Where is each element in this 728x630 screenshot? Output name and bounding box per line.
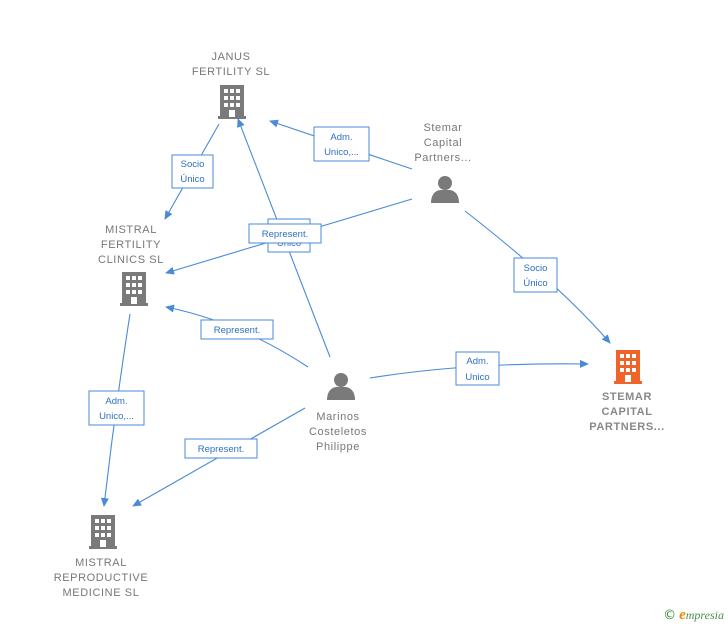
node-label-line: Marinos <box>316 411 359 423</box>
node-label-line: Philippe <box>316 441 360 453</box>
node-mistral-fertility-clinics[interactable]: MISTRAL FERTILITY CLINICS SL <box>98 224 164 306</box>
edge-labels-layer: Adm. Unico,... Socio Único Unico Represe… <box>88 126 558 459</box>
edge-label-text: Socio <box>181 159 205 170</box>
node-janus-fertility[interactable]: JANUS FERTILITY SL <box>192 51 270 119</box>
node-label-line: CAPITAL <box>601 406 652 418</box>
edge-label-stemarp-stemarc[interactable]: Socio Único <box>513 257 558 293</box>
node-label-line: Stemar <box>423 122 462 134</box>
node-stemar-capital-company[interactable]: STEMAR CAPITAL PARTNERS... <box>589 350 664 433</box>
brand-logo-text: mpresia <box>685 608 724 622</box>
node-label-line: Costeletos <box>309 426 367 438</box>
node-label-line: JANUS <box>211 51 250 63</box>
edge-label-marinos-repro[interactable]: Represent. <box>184 438 258 459</box>
copyright-icon: © <box>663 608 677 623</box>
node-label-line: Partners... <box>414 152 471 164</box>
edge-label-janus-mistral[interactable]: Socio Único <box>171 154 214 189</box>
edge-label-text: Socio <box>524 263 548 274</box>
edge-label-text: Adm. <box>330 132 352 143</box>
edge-label-text: Adm. <box>466 356 488 367</box>
node-label-line: CLINICS SL <box>98 254 164 266</box>
node-label-line: MISTRAL <box>105 224 157 236</box>
node-label-line: FERTILITY SL <box>192 66 270 78</box>
node-label-line: FERTILITY <box>101 239 161 251</box>
node-label-line: Capital <box>424 137 462 149</box>
edge-label-marinos-mistral[interactable]: Represent. <box>200 319 274 340</box>
edge-label-text: Adm. <box>105 396 127 407</box>
edge-label-marinos-janus[interactable]: Represent. <box>248 223 322 244</box>
building-icon <box>218 85 246 119</box>
building-icon <box>614 350 642 384</box>
node-label-line: STEMAR <box>602 391 652 403</box>
footer-brand: © empresia <box>663 607 724 624</box>
edge-label-text: Represent. <box>262 229 308 240</box>
node-label-line: REPRODUCTIVE <box>54 572 149 584</box>
node-label-line: MISTRAL <box>75 557 127 569</box>
node-stemar-capital-person[interactable]: Stemar Capital Partners... <box>414 122 471 203</box>
edge-label-marinos-stemarc[interactable]: Adm. Unico <box>455 351 500 386</box>
edge-label-stemar-janus[interactable]: Adm. Unico,... <box>313 126 370 162</box>
edge-label-text: Unico,... <box>99 411 134 422</box>
person-icon <box>431 176 459 203</box>
brand-logo-letter: e <box>679 607 686 623</box>
edge-label-mistral-repro[interactable]: Adm. Unico,... <box>88 390 145 426</box>
node-mistral-reproductive[interactable]: MISTRAL REPRODUCTIVE MEDICINE SL <box>54 515 149 599</box>
node-label-line: PARTNERS... <box>589 421 664 433</box>
person-icon <box>327 373 355 400</box>
edge-label-text: Unico,... <box>324 147 359 158</box>
edge-label-text: Unico <box>465 372 489 383</box>
building-icon <box>89 515 117 549</box>
node-marinos-costeletos[interactable]: Marinos Costeletos Philippe <box>309 373 367 453</box>
edge-label-text: Represent. <box>198 444 244 455</box>
edge-label-text: Único <box>180 174 204 185</box>
edge-label-text: Único <box>523 278 547 289</box>
node-label-line: MEDICINE SL <box>63 587 140 599</box>
building-icon <box>120 272 148 306</box>
edge-label-text: Represent. <box>214 325 260 336</box>
